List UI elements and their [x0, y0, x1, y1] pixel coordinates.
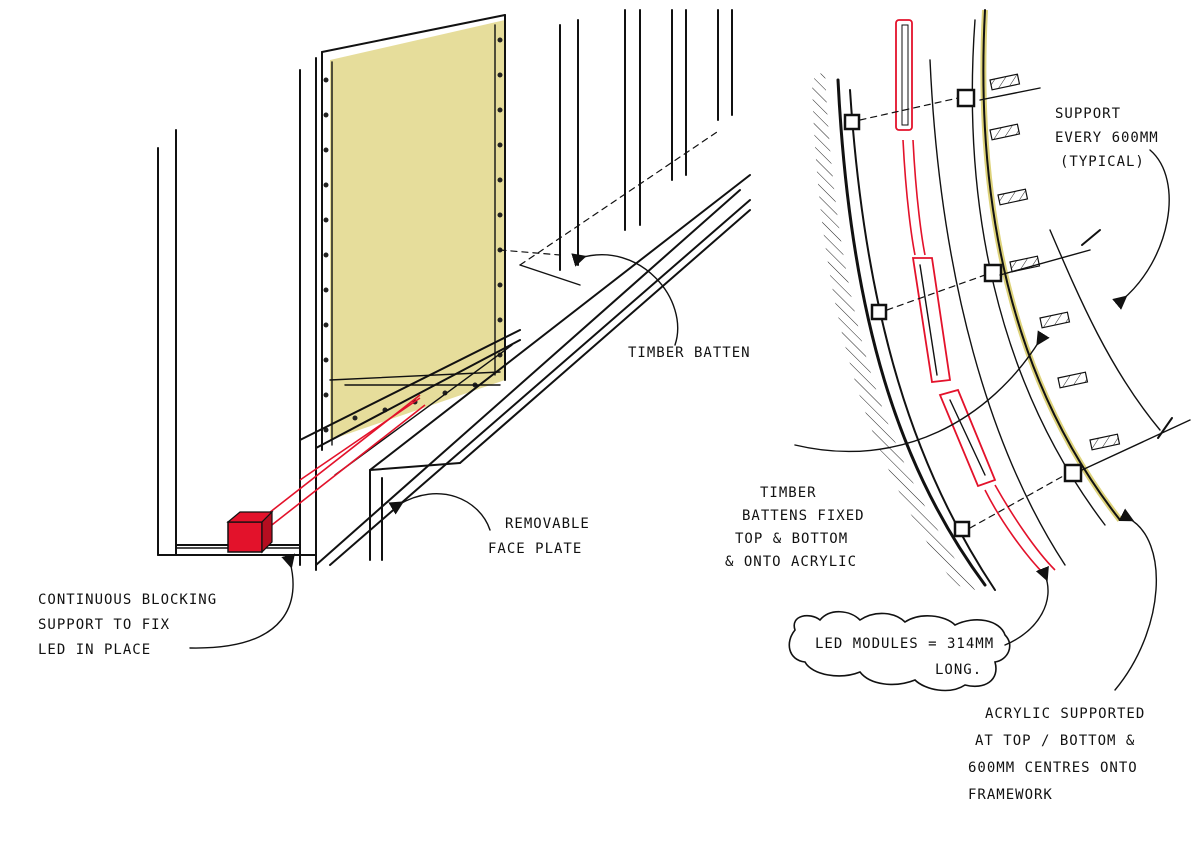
- label-support-1: SUPPORT: [1055, 106, 1121, 122]
- label-led-1: LED MODULES = 314MM: [815, 636, 994, 652]
- label-removable-2: FACE PLATE: [488, 541, 582, 557]
- led-cloud: [788, 610, 1011, 692]
- label-continuous-3: LED IN PLACE: [38, 642, 151, 658]
- label-support-2: EVERY 600MM: [1055, 130, 1159, 146]
- label-support-3: (TYPICAL): [1060, 154, 1145, 170]
- wall-hatch: [812, 70, 975, 590]
- label-acrylic-3: 600MM CENTRES ONTO: [968, 760, 1138, 776]
- label-timber-batten: TIMBER BATTEN: [628, 345, 751, 361]
- label-acrylic-2: AT TOP / BOTTOM &: [975, 733, 1135, 749]
- label-acrylic-1: ACRYLIC SUPPORTED: [985, 706, 1145, 722]
- label-battens-1: TIMBER: [760, 485, 817, 501]
- label-acrylic-4: FRAMEWORK: [968, 787, 1053, 803]
- acrylic-panel-fill: [330, 20, 505, 440]
- label-continuous-2: SUPPORT TO FIX: [38, 617, 170, 633]
- label-continuous-1: CONTINUOUS BLOCKING: [38, 592, 217, 608]
- annotations: TIMBER BATTEN REMOVABLE FACE PLATE CONTI…: [38, 106, 1159, 803]
- label-removable-1: REMOVABLE: [505, 516, 590, 532]
- perspective-detail: [157, 9, 751, 649]
- label-battens-3: TOP & BOTTOM: [735, 531, 848, 547]
- led-block: [227, 521, 263, 553]
- batten-stubs: [989, 73, 1121, 451]
- label-led-2: LONG.: [935, 662, 982, 678]
- label-battens-2: BATTENS FIXED: [742, 508, 865, 524]
- label-battens-4: & ONTO ACRYLIC: [725, 554, 857, 570]
- section-detail: [788, 9, 1191, 692]
